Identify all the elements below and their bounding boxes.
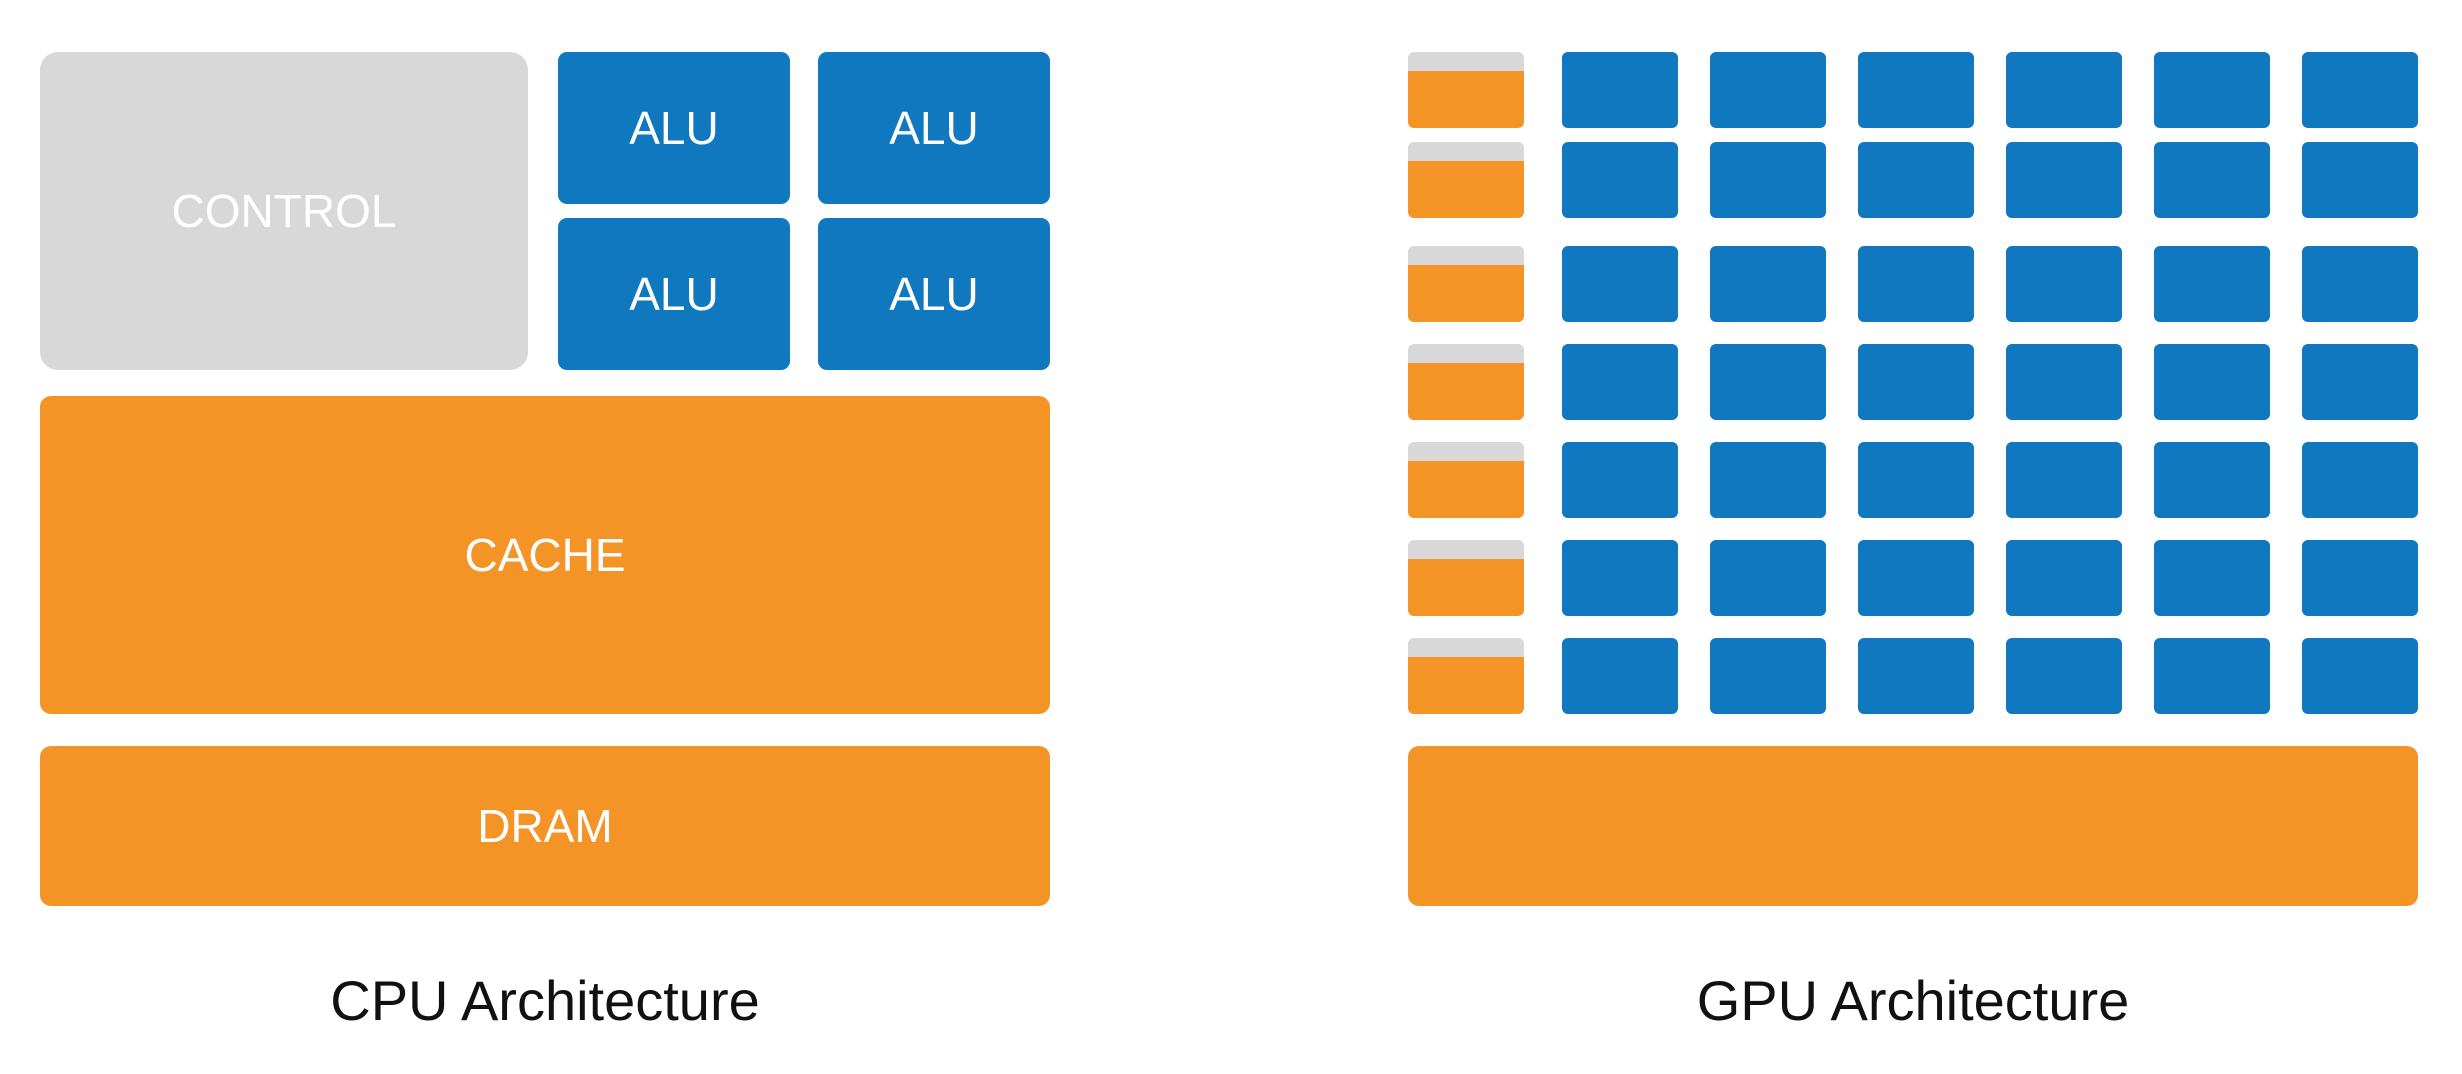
alu-unit: ALU xyxy=(558,52,790,204)
gpu-alu-core xyxy=(1710,442,1826,518)
gpu-control-strip xyxy=(1408,344,1524,363)
gpu-control-strip xyxy=(1408,540,1524,559)
gpu-cache-strip xyxy=(1408,161,1524,218)
gpu-alu-core xyxy=(2302,442,2418,518)
gpu-alu-core xyxy=(2154,540,2270,616)
gpu-alu-core xyxy=(2302,52,2418,128)
gpu-alu-core xyxy=(1858,52,1974,128)
gpu-cache-strip xyxy=(1408,363,1524,420)
gpu-alu-core xyxy=(2154,442,2270,518)
gpu-caption: GPU Architecture xyxy=(1696,969,2130,1032)
cpu-caption: CPU Architecture xyxy=(330,969,760,1032)
gpu-alu-core xyxy=(1858,344,1974,420)
alu-unit: ALU xyxy=(818,52,1050,204)
gpu-alu-core xyxy=(2006,442,2122,518)
gpu-control-cache-unit xyxy=(1408,246,1524,322)
gpu-cache-strip xyxy=(1408,461,1524,518)
gpu-cache-strip xyxy=(1408,657,1524,714)
gpu-dram-block xyxy=(1408,746,2418,906)
alu-label: ALU xyxy=(889,102,979,154)
gpu-alu-core xyxy=(1858,142,1974,218)
cache-label: CACHE xyxy=(464,529,626,581)
gpu-alu-core xyxy=(2302,142,2418,218)
gpu-alu-core xyxy=(1562,52,1678,128)
gpu-alu-core xyxy=(1858,638,1974,714)
gpu-alu-core xyxy=(1858,540,1974,616)
gpu-alu-core xyxy=(1710,344,1826,420)
alu-label: ALU xyxy=(629,102,719,154)
gpu-alu-core xyxy=(2154,344,2270,420)
gpu-control-strip xyxy=(1408,442,1524,461)
gpu-alu-core xyxy=(1710,142,1826,218)
gpu-alu-core xyxy=(1562,142,1678,218)
gpu-cache-strip xyxy=(1408,71,1524,128)
gpu-control-cache-unit xyxy=(1408,442,1524,518)
gpu-control-strip xyxy=(1408,142,1524,161)
gpu-alu-core xyxy=(2006,142,2122,218)
control-unit: CONTROL xyxy=(40,52,528,370)
gpu-control-cache-unit xyxy=(1408,638,1524,714)
gpu-alu-core xyxy=(2154,638,2270,714)
gpu-alu-core xyxy=(2302,540,2418,616)
gpu-control-cache-unit xyxy=(1408,52,1524,128)
gpu-alu-core xyxy=(1562,442,1678,518)
gpu-alu-core xyxy=(1562,246,1678,322)
gpu-alu-core xyxy=(2006,540,2122,616)
gpu-alu-core xyxy=(2302,344,2418,420)
gpu-alu-core xyxy=(2006,246,2122,322)
gpu-alu-core xyxy=(1710,246,1826,322)
gpu-alu-core xyxy=(2006,52,2122,128)
gpu-control-strip xyxy=(1408,52,1524,71)
gpu-alu-core xyxy=(1858,442,1974,518)
gpu-alu-core xyxy=(2154,246,2270,322)
gpu-control-strip xyxy=(1408,246,1524,265)
control-label: CONTROL xyxy=(171,185,397,237)
alu-unit: ALU xyxy=(818,218,1050,370)
gpu-alu-core xyxy=(1562,344,1678,420)
gpu-control-cache-unit xyxy=(1408,344,1524,420)
gpu-alu-core xyxy=(2006,344,2122,420)
alu-unit: ALU xyxy=(558,218,790,370)
cache-block: CACHE xyxy=(40,396,1050,714)
dram-label: DRAM xyxy=(477,800,613,852)
gpu-control-strip xyxy=(1408,638,1524,657)
gpu-alu-core xyxy=(2302,246,2418,322)
gpu-alu-core xyxy=(1562,638,1678,714)
alu-label: ALU xyxy=(629,268,719,320)
dram-block: DRAM xyxy=(40,746,1050,906)
gpu-cache-strip xyxy=(1408,265,1524,322)
gpu-alu-core xyxy=(1710,638,1826,714)
gpu-cache-strip xyxy=(1408,559,1524,616)
gpu-alu-core xyxy=(2154,52,2270,128)
gpu-alu-core xyxy=(2006,638,2122,714)
gpu-control-cache-unit xyxy=(1408,142,1524,218)
gpu-alu-core xyxy=(1710,52,1826,128)
gpu-alu-core xyxy=(1858,246,1974,322)
gpu-alu-core xyxy=(2154,142,2270,218)
gpu-control-cache-unit xyxy=(1408,540,1524,616)
gpu-alu-core xyxy=(1562,540,1678,616)
gpu-alu-core xyxy=(2302,638,2418,714)
alu-label: ALU xyxy=(889,268,979,320)
gpu-alu-core xyxy=(1710,540,1826,616)
